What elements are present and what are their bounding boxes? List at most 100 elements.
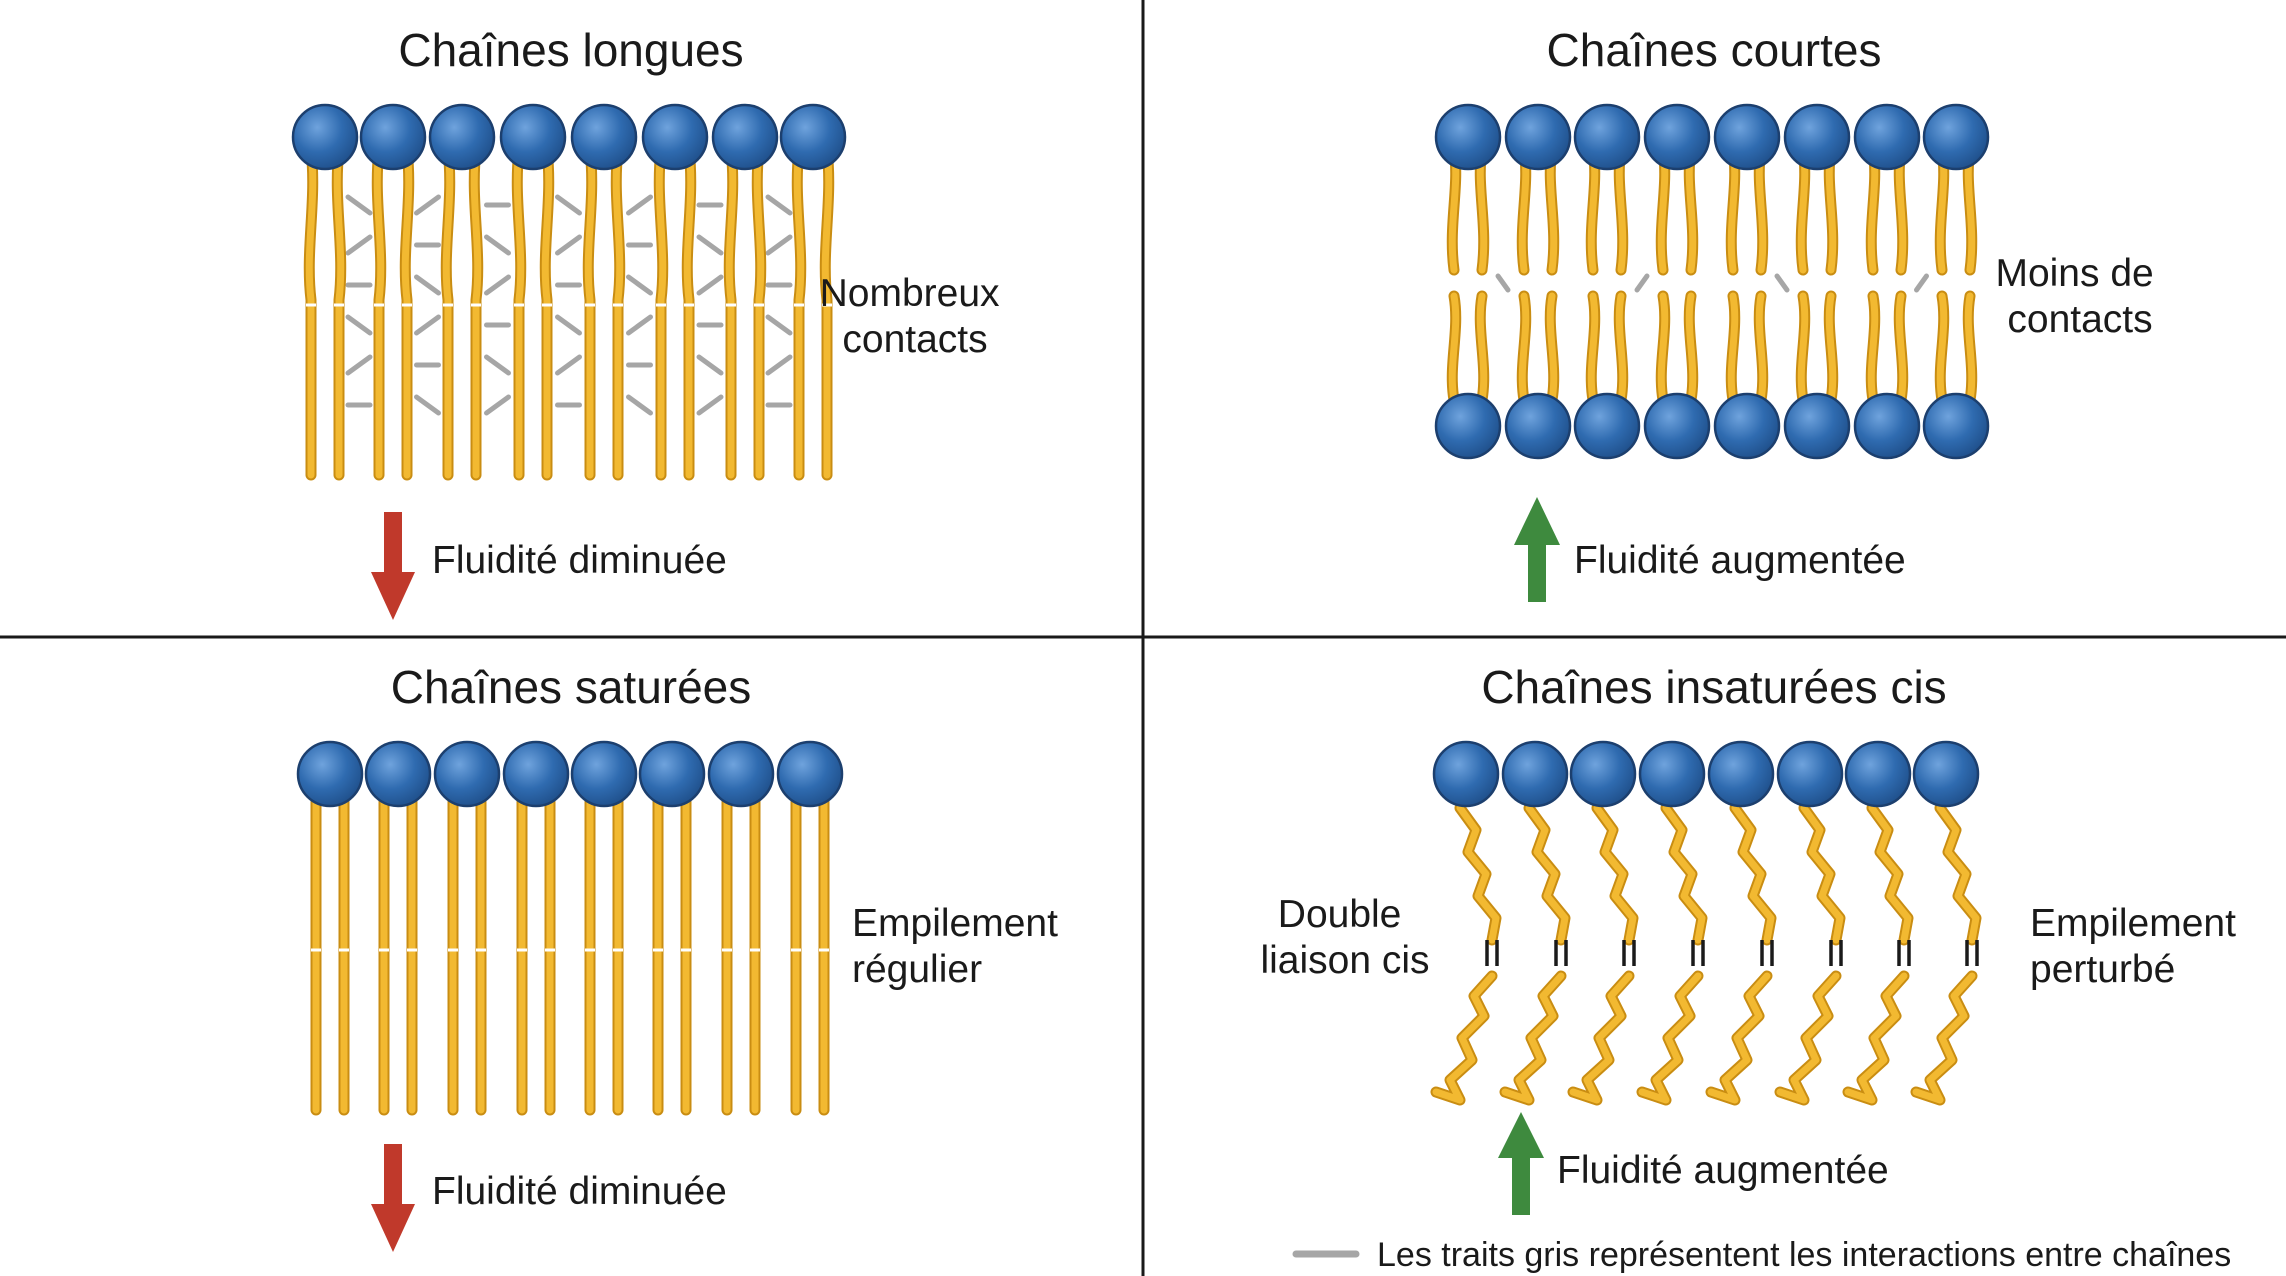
long-tail-left-5 bbox=[584, 146, 596, 479]
long-interaction-3-2 bbox=[484, 234, 511, 256]
long-tail-left-2 bbox=[373, 146, 385, 479]
panel-short-chains: Chaînes courtes Moins de contacts Fluidi… bbox=[1434, 24, 2154, 602]
long-interaction-4-5 bbox=[555, 354, 582, 376]
short-top-head-6 bbox=[1783, 103, 1851, 171]
long-interaction-lines bbox=[345, 194, 793, 416]
short-top-head-2 bbox=[1504, 103, 1572, 171]
panel-title-saturated: Chaînes saturées bbox=[391, 661, 752, 713]
short-bottom-head-3 bbox=[1573, 392, 1641, 460]
long-head-8 bbox=[779, 103, 847, 171]
long-interaction-3-6 bbox=[484, 394, 511, 416]
short-bottom-tail-left-3 bbox=[1587, 292, 1599, 404]
long-tail-right-2 bbox=[401, 146, 413, 479]
short-top-tail-right-3 bbox=[1615, 146, 1627, 274]
unsaturated-upper-tail-1 bbox=[1456, 804, 1500, 944]
short-bottom-tail-right-7 bbox=[1895, 292, 1907, 404]
long-head-2 bbox=[359, 103, 427, 171]
short-bottom-tail-right-1 bbox=[1476, 292, 1488, 404]
short-interaction-2 bbox=[1634, 273, 1650, 293]
long-contact-label-line-1: Nombreux bbox=[820, 272, 1000, 315]
long-tail-left-1 bbox=[305, 146, 317, 479]
up-arrow-icon bbox=[1514, 497, 1560, 602]
panel-title-unsaturated: Chaînes insaturées cis bbox=[1481, 661, 1946, 713]
short-bottom-tail-right-4 bbox=[1685, 292, 1697, 404]
long-interaction-5-4 bbox=[626, 314, 653, 336]
long-tail-right-4 bbox=[541, 146, 553, 479]
saturated-fluidity-label: Fluidité diminuée bbox=[432, 1170, 727, 1213]
long-tail-right-7 bbox=[753, 146, 765, 479]
short-top-tail-left-7 bbox=[1867, 146, 1879, 274]
short-bottom-tail-left-6 bbox=[1797, 292, 1809, 404]
unsaturated-lower-tail-2 bbox=[1501, 972, 1565, 1104]
unsaturated-upper-tail-3 bbox=[1593, 804, 1637, 944]
short-top-tail-left-1 bbox=[1448, 146, 1460, 274]
long-interaction-3-3 bbox=[484, 274, 511, 296]
long-interaction-7-4 bbox=[765, 314, 793, 336]
long-tail-right-1 bbox=[333, 146, 345, 479]
unsaturated-upper-tail-2 bbox=[1525, 804, 1569, 944]
long-head-1 bbox=[291, 103, 359, 171]
short-bottom-tail-right-6 bbox=[1825, 292, 1837, 404]
unsaturated-packing-label-line-1: Empilement bbox=[2030, 902, 2236, 945]
saturated-packing-label-line-1: Empilement bbox=[852, 902, 1058, 945]
long-interaction-6-2 bbox=[696, 234, 724, 256]
unsaturated-lower-tail-4 bbox=[1638, 972, 1702, 1104]
unsaturated-lower-tail-8 bbox=[1912, 972, 1976, 1104]
long-interaction-1-5 bbox=[345, 354, 373, 376]
short-bottom-tail-right-3 bbox=[1615, 292, 1627, 404]
short-top-tail-left-6 bbox=[1797, 146, 1809, 274]
down-arrow-icon bbox=[371, 512, 415, 620]
long-interaction-5-6 bbox=[626, 394, 653, 416]
long-contact-label-line-2: contacts bbox=[842, 318, 987, 361]
long-interaction-2-4 bbox=[414, 314, 441, 336]
unsaturated-lower-tail-5 bbox=[1707, 972, 1771, 1104]
unsaturated-head-1 bbox=[1432, 740, 1500, 808]
long-contact-label: Nombreux contacts bbox=[820, 272, 1011, 361]
long-tail-right-8 bbox=[821, 146, 833, 479]
saturated-head-7 bbox=[707, 740, 775, 808]
unsaturated-lower-tail-1 bbox=[1432, 972, 1496, 1104]
short-bottom-head-5 bbox=[1713, 392, 1781, 460]
long-interaction-1-4 bbox=[345, 314, 373, 336]
saturated-head-1 bbox=[296, 740, 364, 808]
cis-bond-label-line-2: liaison cis bbox=[1260, 939, 1429, 982]
saturated-head-2 bbox=[364, 740, 432, 808]
long-lipid-row bbox=[291, 103, 847, 481]
short-top-head-5 bbox=[1713, 103, 1781, 171]
short-bottom-tail-right-2 bbox=[1546, 292, 1558, 404]
cis-bond-label: Double liaison cis bbox=[1260, 893, 1429, 982]
short-top-tail-right-1 bbox=[1476, 146, 1488, 274]
short-bottom-head-8 bbox=[1922, 392, 1990, 460]
short-bottom-tail-right-8 bbox=[1964, 292, 1976, 404]
legend-text: Les traits gris représentent les interac… bbox=[1377, 1236, 2231, 1274]
short-top-head-8 bbox=[1922, 103, 1990, 171]
cis-bond-label-line-1: Double bbox=[1278, 893, 1402, 936]
unsaturated-upper-tail-7 bbox=[1868, 804, 1912, 944]
long-interaction-5-1 bbox=[626, 194, 653, 216]
unsaturated-head-3 bbox=[1569, 740, 1637, 808]
long-head-4 bbox=[499, 103, 567, 171]
short-interaction-1 bbox=[1495, 273, 1511, 293]
up-arrow-icon bbox=[1498, 1112, 1544, 1215]
short-top-tail-left-3 bbox=[1587, 146, 1599, 274]
saturated-lipid-row bbox=[296, 740, 844, 1116]
panel-title-long: Chaînes longues bbox=[398, 24, 743, 76]
unsaturated-lower-tail-7 bbox=[1844, 972, 1908, 1104]
unsaturated-upper-tail-4 bbox=[1662, 804, 1706, 944]
unsaturated-head-7 bbox=[1844, 740, 1912, 808]
short-bottom-head-2 bbox=[1504, 392, 1572, 460]
unsaturated-head-6 bbox=[1776, 740, 1844, 808]
long-interaction-4-1 bbox=[555, 194, 582, 216]
short-bottom-head-1 bbox=[1434, 392, 1502, 460]
long-tail-left-8 bbox=[793, 146, 805, 479]
short-bottom-tail-left-5 bbox=[1727, 292, 1739, 404]
long-interaction-6-6 bbox=[696, 394, 724, 416]
short-fluidity-label: Fluidité augmentée bbox=[1574, 539, 1906, 582]
short-top-tail-right-5 bbox=[1755, 146, 1767, 274]
long-interaction-5-3 bbox=[626, 274, 653, 296]
short-bottom-tail-left-8 bbox=[1936, 292, 1948, 404]
panel-long-chains: Chaînes longues Nombreux contacts Fluidi… bbox=[291, 24, 1011, 620]
long-interaction-4-2 bbox=[555, 234, 582, 256]
long-interaction-3-5 bbox=[484, 354, 511, 376]
short-interaction-lines bbox=[1495, 273, 1929, 293]
